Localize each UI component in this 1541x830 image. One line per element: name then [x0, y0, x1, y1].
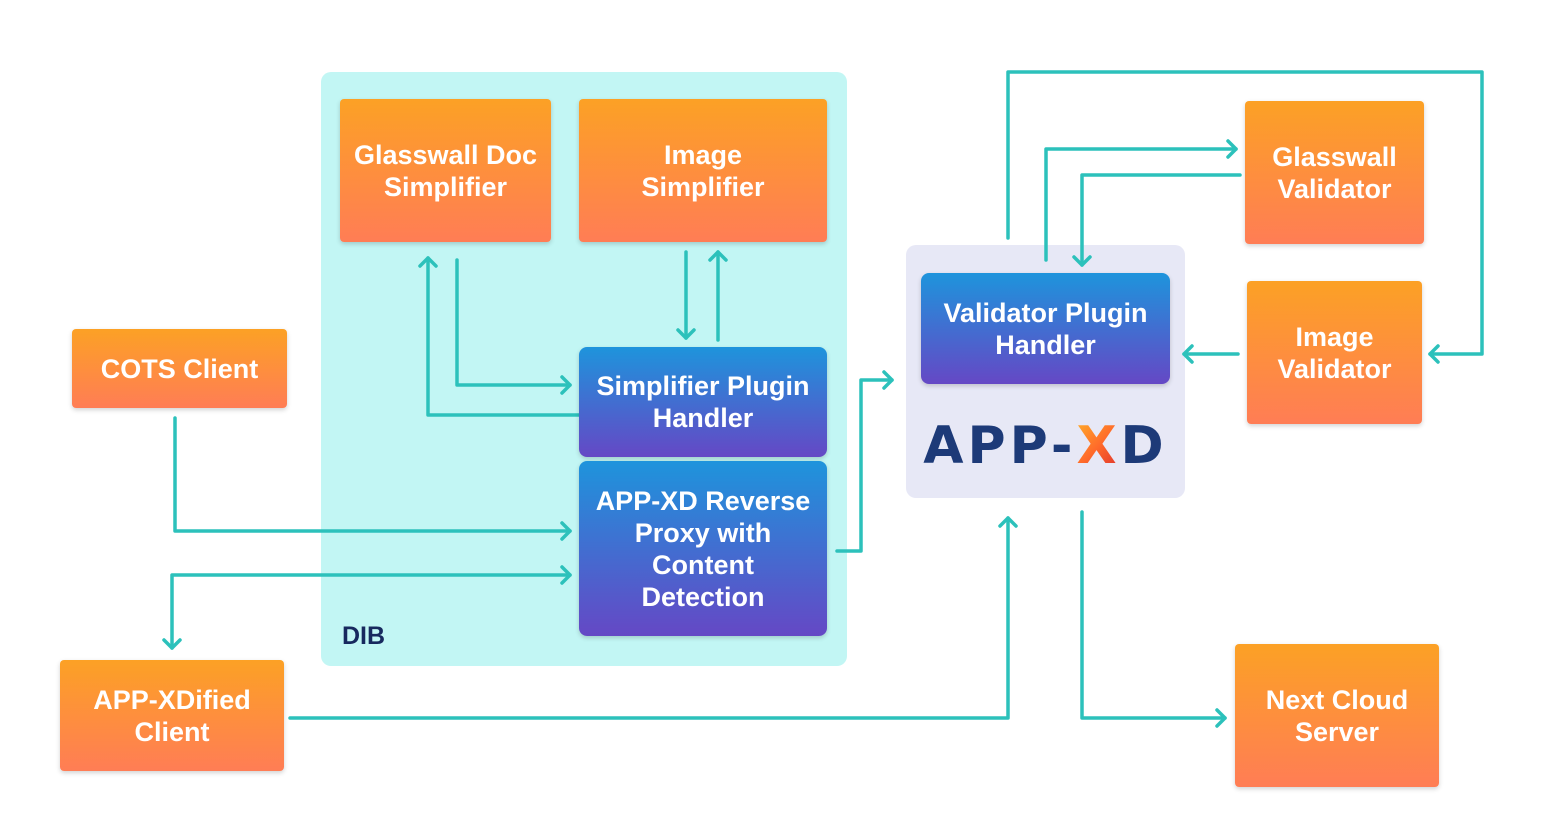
simplifier-plugin-handler-box: Simplifier Plugin Handler	[579, 347, 827, 457]
connector-doc-to-handler	[455, 258, 572, 387]
connector-appxd-to-nextcloud	[1080, 510, 1227, 720]
connector-cots-to-proxy	[173, 416, 572, 533]
connector-appxd-to-image-validator	[1006, 70, 1484, 356]
arrowhead	[708, 250, 728, 262]
image-validator-label: Image Validator	[1277, 321, 1392, 384]
arrowhead	[1215, 708, 1227, 728]
glasswall-validator-label: Glasswall Validator	[1272, 141, 1397, 204]
image-simplifier-box: Image Simplifier	[579, 99, 827, 242]
simplifier-plugin-handler-label: Simplifier Plugin Handler	[596, 371, 810, 433]
arrowhead	[1428, 344, 1440, 364]
connector-proxy-client	[170, 573, 572, 650]
validator-plugin-handler-box: Validator Plugin Handler	[921, 273, 1170, 384]
app-xd-logo-x: X	[1076, 416, 1121, 476]
reverse-proxy-box: APP-XD Reverse Proxy with Content Detect…	[579, 461, 827, 636]
glasswall-doc-simplifier-label: Glasswall Doc Simplifier	[353, 139, 538, 202]
image-simplifier-label: Image Simplifier	[641, 139, 765, 202]
app-xd-logo-suffix: D	[1120, 416, 1168, 476]
glasswall-validator-box: Glasswall Validator	[1245, 101, 1424, 244]
arrowhead	[162, 638, 182, 650]
arrowhead	[998, 516, 1018, 528]
arrowhead	[560, 565, 572, 585]
appxdified-client-box: APP-XDified Client	[60, 660, 284, 771]
arrowhead	[560, 375, 572, 395]
connector-proxy-to-appxd	[835, 378, 894, 553]
dib-label: DIB	[342, 622, 386, 650]
connector-client-to-appxd	[288, 516, 1010, 720]
arrowhead	[418, 256, 438, 268]
app-xd-logo-prefix: APP-	[923, 416, 1077, 476]
arrowhead	[882, 370, 894, 390]
appxdified-client-label: APP-XDified Client	[93, 684, 251, 747]
arrowhead	[560, 521, 572, 541]
arrowhead	[1072, 255, 1092, 267]
arrowhead	[1226, 139, 1238, 159]
arrowhead	[676, 328, 696, 340]
cots-client-label: COTS Client	[100, 353, 259, 384]
next-cloud-server-label: Next Cloud Server	[1265, 684, 1409, 747]
cots-client-box: COTS Client	[72, 329, 287, 408]
next-cloud-server-box: Next Cloud Server	[1235, 644, 1439, 787]
arrowhead	[1182, 344, 1194, 364]
glasswall-doc-simplifier-box: Glasswall Doc Simplifier	[340, 99, 551, 242]
connector-handler-to-glasswall-validator	[1044, 147, 1238, 262]
image-validator-box: Image Validator	[1247, 281, 1422, 424]
reverse-proxy-label: APP-XD Reverse Proxy with Content Detect…	[595, 485, 811, 612]
connector-glasswall-validator-to-handler	[1080, 173, 1242, 267]
validator-plugin-handler-label: Validator Plugin Handler	[943, 297, 1148, 360]
connector-handler-to-doc	[426, 256, 585, 417]
